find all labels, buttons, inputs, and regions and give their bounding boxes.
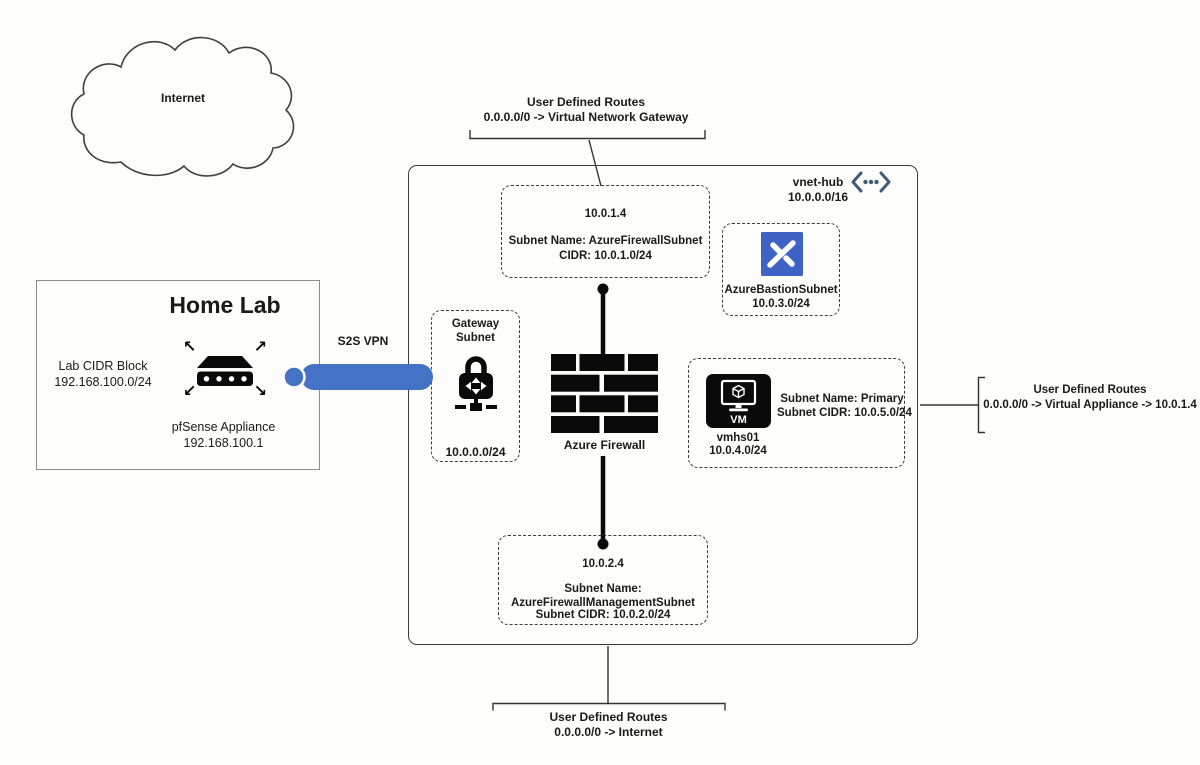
udr-right-line1: User Defined Routes xyxy=(1033,384,1147,396)
udr-bottom-line1: User Defined Routes xyxy=(549,710,668,724)
pfsense-appliance-ip: 192.168.100.1 xyxy=(183,435,264,450)
home-lab-title: Home Lab xyxy=(169,292,281,318)
primary-subnet-cidr: Subnet CIDR: 10.0.5.0/24 xyxy=(777,407,912,419)
arrow-se-icon: ↘ xyxy=(253,381,267,400)
bastion-subnet-name: AzureBastionSubnet xyxy=(724,284,838,296)
udr-bottom-line2: 0.0.0.0/0 -> Internet xyxy=(554,724,663,739)
gateway-subnet-name: Gateway Subnet xyxy=(451,318,500,344)
mgmt-subnet-cidr: Subnet CIDR: 10.0.2.0/24 xyxy=(535,608,671,621)
vnet-hub-box xyxy=(408,165,918,645)
internet-cloud xyxy=(58,28,304,188)
primary-subnet-name: Subnet Name: Primary xyxy=(780,393,904,405)
vm-icon-text: VM xyxy=(730,414,747,426)
azure-firewall-icon xyxy=(551,354,658,433)
lab-cidr-value: 192.168.100.0/24 xyxy=(54,374,152,389)
pfsense-icon: ↖ ↗ ↙ ↘ xyxy=(183,337,267,400)
udr-top-bracket xyxy=(469,130,706,140)
home-lab-box xyxy=(36,280,320,470)
vm-icon: VM xyxy=(706,374,771,428)
udr-top-line2: 0.0.0.0/0 -> Virtual Network Gateway xyxy=(483,110,689,124)
vpn-gateway-lock-icon xyxy=(455,356,497,411)
mgmt-subnet-name-label: Subnet Name: xyxy=(564,583,642,595)
arrow-ne-icon: ↗ xyxy=(253,337,267,356)
udr-top-label: User Defined Routes 0.0.0.0/0 -> Virtual… xyxy=(454,95,718,125)
gateway-subnet-cidr: 10.0.0.0/24 xyxy=(445,445,506,459)
router-icon xyxy=(197,356,253,386)
arrow-sw-icon: ↙ xyxy=(183,381,197,400)
internet-label: Internet xyxy=(160,91,205,105)
azure-firewall-subnet-box: 10.0.1.4 Subnet Name: AzureFirewallSubne… xyxy=(501,185,710,278)
vnet-hub-name: vnet-hub xyxy=(792,175,844,189)
gateway-subnet-box: Gateway Subnet 10.0.0.0/24 xyxy=(431,310,520,462)
azure-bastion-subnet-box: AzureBastionSubnet 10.0.3.0/24 xyxy=(722,223,840,316)
azure-firewall-label: Azure Firewall xyxy=(563,438,646,452)
pfsense-appliance-name: pfSense Appliance xyxy=(171,420,276,434)
firewall-subnet-ip: 10.0.1.4 xyxy=(584,208,627,220)
s2s-vpn-label: S2S VPN xyxy=(337,334,389,348)
udr-top-line1: User Defined Routes xyxy=(526,95,646,109)
udr-right-label: User Defined Routes 0.0.0.0/0 -> Virtual… xyxy=(983,383,1197,413)
mgmt-subnet-box: 10.0.2.4 Subnet Name: AzureFirewallManag… xyxy=(498,535,708,625)
cloud-icon xyxy=(70,36,295,177)
mgmt-subnet-ip: 10.0.2.4 xyxy=(582,558,624,570)
udr-right-line2: 0.0.0.0/0 -> Virtual Appliance -> 10.0.1… xyxy=(983,399,1197,411)
arrow-nw-icon: ↖ xyxy=(183,337,197,356)
mgmt-subnet-name: AzureFirewallManagementSubnet xyxy=(510,596,696,609)
firewall-subnet-cidr: CIDR: 10.0.1.0/24 xyxy=(559,250,652,262)
vm-name: vmhs01 xyxy=(716,432,760,444)
primary-subnet-box: VM vmhs01 10.0.4.0/24 Subnet Name: Prima… xyxy=(688,358,912,468)
firewall-subnet-name: Subnet Name: AzureFirewallSubnet xyxy=(508,235,703,247)
vnet-hub-cidr: 10.0.0.0/16 xyxy=(787,190,849,204)
bastion-icon xyxy=(761,232,803,276)
vnet-hub-label: vnet-hub 10.0.0.0/16 xyxy=(772,175,864,205)
udr-bottom-label: User Defined Routes 0.0.0.0/0 -> Interne… xyxy=(495,710,722,739)
virtual-network-icon xyxy=(851,171,891,193)
vm-subnet-cidr: 10.0.4.0/24 xyxy=(709,445,767,457)
lab-cidr-block: Lab CIDR Block 192.168.100.0/24 xyxy=(40,359,166,390)
bastion-subnet-cidr: 10.0.3.0/24 xyxy=(752,298,810,310)
lab-cidr-label: Lab CIDR Block xyxy=(58,359,148,373)
pfsense-caption: pfSense Appliance 192.168.100.1 xyxy=(146,420,301,451)
